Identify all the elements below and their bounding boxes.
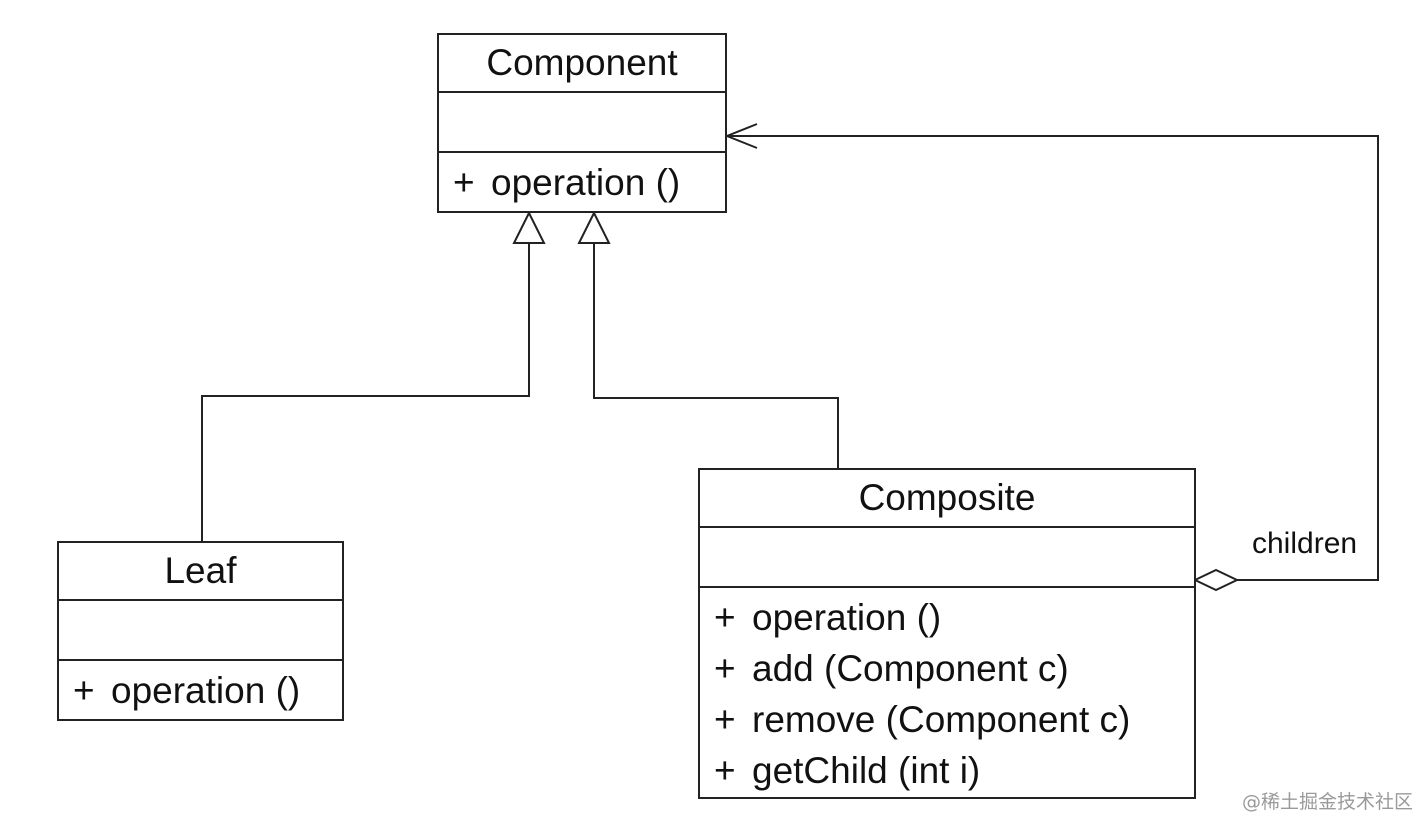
composite-generalization-arrowhead — [577, 210, 611, 244]
leaf-generalization-line — [201, 243, 530, 541]
operation: + operation () — [714, 592, 1194, 643]
children-navigation-arrowhead — [724, 123, 758, 149]
composite-operations: + operation () + add (Component c) + remove… — [700, 588, 1194, 796]
leaf-class-name: Leaf — [59, 543, 342, 601]
aggregation-diamond — [1192, 568, 1240, 592]
component-class-name: Component — [439, 35, 725, 93]
visibility-marker: + — [714, 597, 736, 638]
component-attributes — [439, 93, 725, 153]
leaf-operations: + operation () — [59, 661, 342, 716]
leaf-generalization-arrowhead — [512, 210, 546, 244]
composite-class: Composite + operation () + add (Component … — [698, 468, 1196, 799]
operation-signature: operation () — [752, 597, 942, 638]
composite-attributes — [700, 528, 1194, 588]
operation: + operation () — [453, 157, 725, 208]
operation-signature: operation () — [491, 162, 681, 203]
visibility-marker: + — [73, 670, 95, 711]
component-operations: + operation () — [439, 153, 725, 208]
operation-signature: operation () — [111, 670, 301, 711]
children-aggregation-line — [727, 135, 1379, 581]
composite-generalization-line — [593, 243, 839, 468]
operation: + getChild (int i) — [714, 745, 1194, 796]
operation: + operation () — [73, 665, 342, 716]
visibility-marker: + — [714, 648, 736, 689]
watermark: @稀土掘金技术社区 — [1242, 791, 1414, 813]
operation: + remove (Component c) — [714, 694, 1194, 745]
visibility-marker: + — [714, 699, 736, 740]
operation-signature: remove (Component c) — [752, 699, 1131, 740]
leaf-class: Leaf + operation () — [57, 541, 344, 721]
operation-signature: add (Component c) — [752, 648, 1069, 689]
operation: + add (Component c) — [714, 643, 1194, 694]
visibility-marker: + — [714, 750, 736, 791]
visibility-marker: + — [453, 162, 475, 203]
children-role-label: children — [1252, 527, 1358, 560]
composite-class-name: Composite — [700, 470, 1194, 528]
component-class: Component + operation () — [437, 33, 727, 213]
operation-signature: getChild (int i) — [752, 750, 981, 791]
leaf-attributes — [59, 601, 342, 661]
